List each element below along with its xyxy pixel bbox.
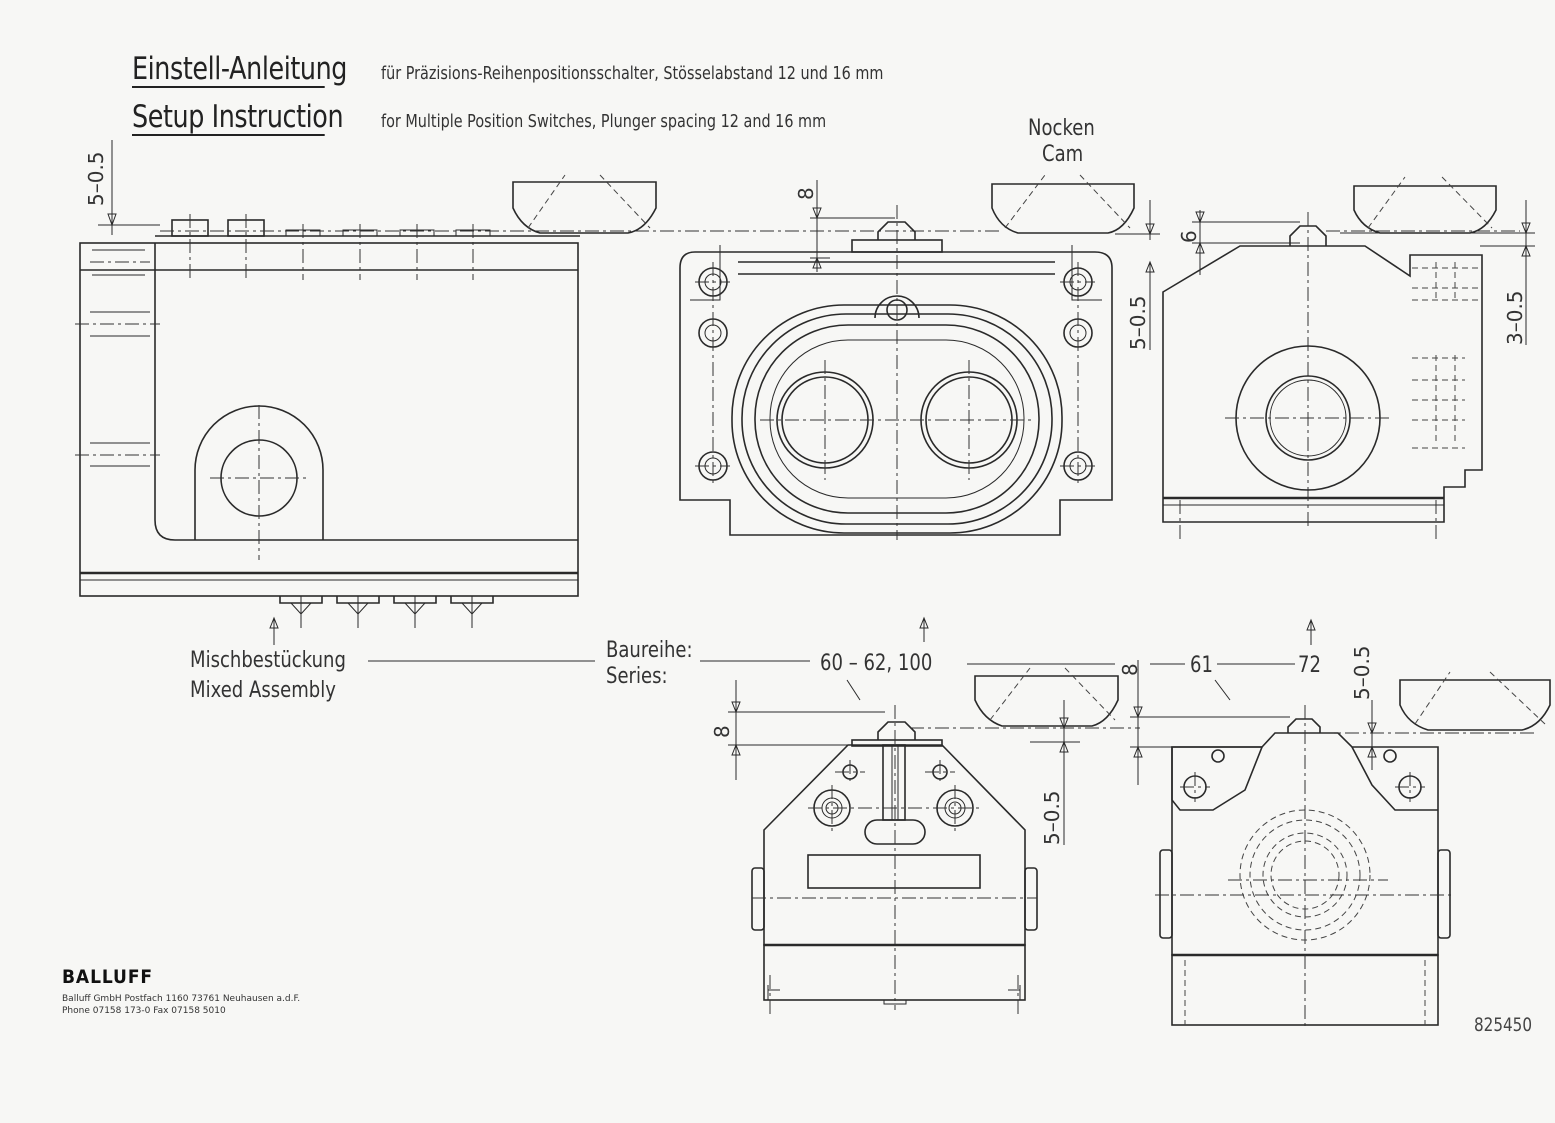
company-address: Balluff GmbH Postfach 1160 73761 Neuhaus…	[62, 993, 300, 1017]
address-line-1: Balluff GmbH Postfach 1160 73761 Neuhaus…	[62, 994, 301, 1004]
cam-4	[974, 667, 1119, 727]
side-view-right	[1162, 200, 1535, 540]
side-view-multi-switch	[75, 140, 1000, 645]
cam-5	[1399, 671, 1551, 731]
address-line-2: Phone 07158 173-0 Fax 07158 5010	[62, 1006, 226, 1016]
series-label-en: Series:	[606, 664, 668, 689]
dim-8-lower-left: 8	[710, 725, 734, 738]
title-block: Einstell-Anleitung für Präzisions-Reihen…	[132, 52, 1009, 148]
cam-label-de: Nocken	[1028, 116, 1095, 141]
series-60-62-100: 60 – 62, 100	[820, 651, 933, 676]
dim-3-0-5: 3–0.5	[1503, 290, 1527, 345]
dim-5-0-5-middle: 5–0.5	[1126, 295, 1150, 350]
series-72: 72	[1298, 653, 1321, 678]
cam-1	[512, 174, 657, 234]
switch-series-61-72	[1130, 660, 1535, 1030]
series-61: 61	[1190, 653, 1213, 678]
switch-series-60-62-100	[728, 680, 1140, 1015]
subtitle-en: for Multiple Position Switches, Plunger …	[381, 111, 827, 132]
dim-8-lower-right: 8	[1118, 663, 1142, 676]
mixed-assembly-de: Mischbestückung	[190, 648, 346, 673]
dim-6: 6	[1177, 230, 1201, 243]
document-number: 825450	[1474, 1014, 1533, 1036]
dim-5-0-5-lower-left: 5–0.5	[1040, 790, 1064, 845]
front-view-double	[679, 180, 1160, 540]
mixed-assembly-en: Mixed Assembly	[190, 678, 336, 703]
dim-5-0-5-lower-right: 5–0.5	[1350, 645, 1374, 700]
cam-2	[991, 174, 1135, 234]
series-label-de: Baureihe:	[606, 638, 693, 663]
subtitle-de: für Präzisions-Reihenpositionsschalter, …	[381, 63, 884, 84]
cam-label-en: Cam	[1042, 142, 1084, 167]
dim-8-top: 8	[794, 187, 818, 200]
title-en: Setup Instruction	[132, 99, 344, 136]
series-leaders	[368, 616, 1316, 701]
dim-5-0-5-left: 5–0.5	[84, 151, 108, 206]
balluff-logo: BALLUFF	[62, 966, 153, 988]
title-de: Einstell-Anleitung	[132, 51, 348, 88]
cam-3	[1353, 176, 1497, 234]
